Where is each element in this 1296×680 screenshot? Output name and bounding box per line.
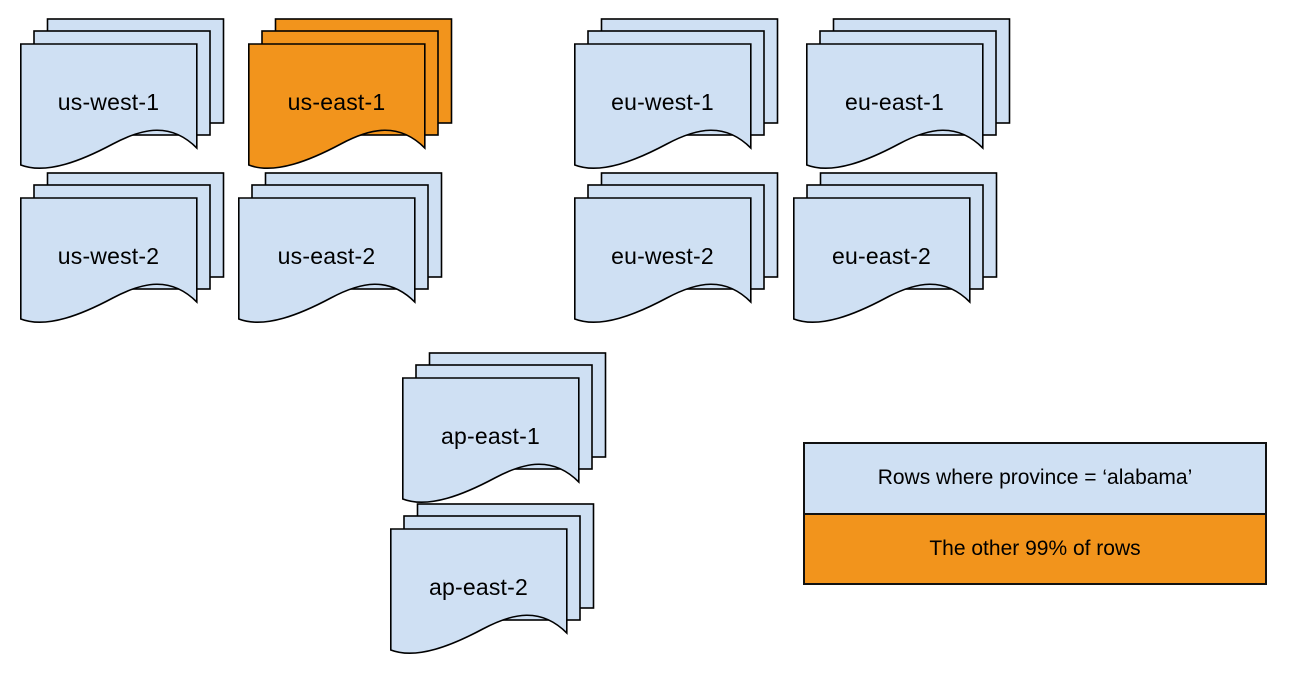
legend-item-alabama-rows: Rows where province = ‘alabama’ bbox=[805, 444, 1265, 515]
document-stack-icon bbox=[20, 18, 225, 169]
region-stack-eu-west-2: eu-west-2 bbox=[574, 172, 779, 328]
region-stack-eu-east-2: eu-east-2 bbox=[793, 172, 998, 328]
document-stack-icon bbox=[806, 18, 1011, 169]
region-stack-us-west-2: us-west-2 bbox=[20, 172, 225, 328]
region-stack-us-east-2: us-east-2 bbox=[238, 172, 443, 328]
legend-item-other-rows: The other 99% of rows bbox=[805, 514, 1265, 583]
document-stack-icon bbox=[248, 18, 453, 169]
region-label: eu-west-2 bbox=[611, 242, 714, 269]
region-stack-us-east-1: us-east-1 bbox=[248, 18, 453, 174]
region-label: us-west-2 bbox=[57, 242, 160, 269]
document-stack-icon bbox=[390, 503, 595, 654]
region-stack-us-west-1: us-west-1 bbox=[20, 18, 225, 174]
region-label: eu-east-2 bbox=[832, 242, 931, 269]
region-stack-eu-east-1: eu-east-1 bbox=[806, 18, 1011, 174]
legend: Rows where province = ‘alabama’ The othe… bbox=[803, 442, 1267, 585]
region-label: ap-east-1 bbox=[441, 422, 540, 449]
document-stack-icon bbox=[793, 172, 998, 323]
region-stack-eu-west-1: eu-west-1 bbox=[574, 18, 779, 174]
region-label: us-east-1 bbox=[287, 88, 386, 115]
region-label: ap-east-2 bbox=[429, 573, 528, 600]
document-stack-icon bbox=[20, 172, 225, 323]
document-stack-icon bbox=[238, 172, 443, 323]
document-stack-icon bbox=[574, 18, 779, 169]
region-label: eu-east-1 bbox=[845, 88, 944, 115]
document-stack-icon bbox=[402, 352, 607, 503]
region-label: us-west-1 bbox=[57, 88, 160, 115]
region-stack-ap-east-1: ap-east-1 bbox=[402, 352, 607, 508]
region-stack-ap-east-2: ap-east-2 bbox=[390, 503, 595, 659]
document-stack-icon bbox=[574, 172, 779, 323]
region-label: eu-west-1 bbox=[611, 88, 714, 115]
region-label: us-east-2 bbox=[277, 242, 376, 269]
